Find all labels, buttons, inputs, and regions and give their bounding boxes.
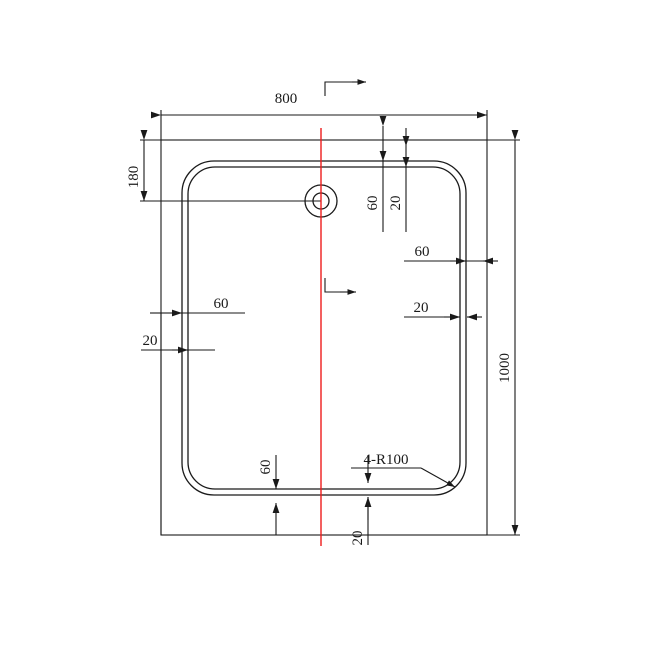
label-bottom-offset-60: 60: [258, 460, 274, 475]
label-overall-height: 1000: [497, 353, 513, 383]
label-bottom-offset-20: 20: [350, 531, 366, 546]
label-left-offset-60: 60: [214, 296, 229, 312]
label-right-offset-20: 20: [414, 300, 429, 316]
leader-r100-slant: [420, 467, 456, 488]
outer-boundary-rectangle: [160, 139, 488, 536]
tray-inner-edge: [187, 166, 461, 490]
tray-outer-edge: [181, 160, 467, 496]
label-top-offset-20: 20: [388, 196, 404, 211]
label-corner-radius-note: 4-R100: [364, 452, 409, 468]
leader-800-elbow: [324, 81, 352, 96]
label-top-offset-60: 60: [365, 196, 381, 211]
label-right-offset-60: 60: [415, 244, 430, 260]
leader-center-elbow: [324, 278, 352, 293]
label-drain-from-top: 180: [126, 166, 142, 189]
label-left-offset-20: 20: [143, 333, 158, 349]
label-overall-width: 800: [275, 91, 298, 107]
